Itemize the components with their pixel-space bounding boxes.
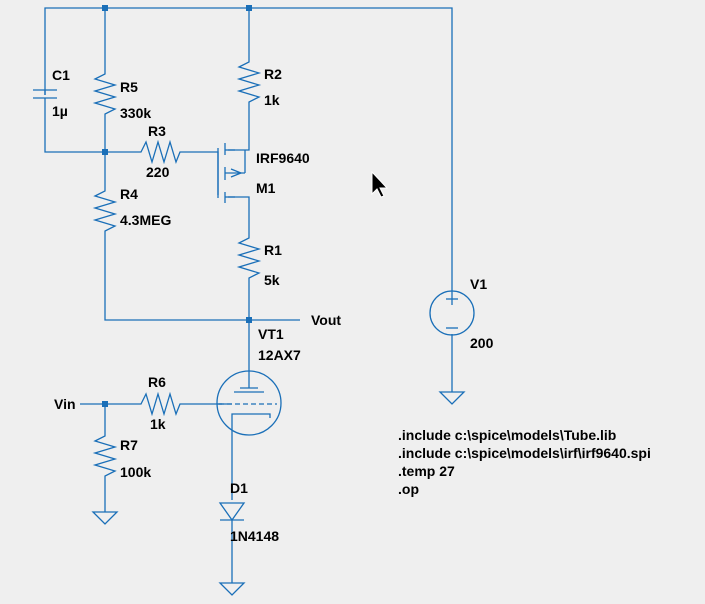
r2-ref: R2 bbox=[264, 66, 282, 82]
junctions bbox=[102, 5, 252, 407]
c1-ref: C1 bbox=[52, 67, 70, 83]
junction-top-r5 bbox=[102, 5, 108, 11]
resistor-r6[interactable] bbox=[135, 391, 185, 417]
spice-directives[interactable]: .include c:\spice\models\Tube.lib .inclu… bbox=[398, 427, 651, 497]
r5-value: 330k bbox=[120, 105, 151, 121]
resistor-r5[interactable] bbox=[92, 68, 118, 126]
junction-gate-node bbox=[102, 149, 108, 155]
mosfet-m1[interactable] bbox=[217, 143, 246, 203]
m1-value: IRF9640 bbox=[256, 150, 310, 166]
r7-value: 100k bbox=[120, 464, 151, 480]
r2-value: 1k bbox=[264, 92, 280, 108]
resistor-r7[interactable] bbox=[92, 430, 118, 486]
resistor-r3[interactable] bbox=[135, 139, 185, 165]
r7-ref: R7 bbox=[120, 437, 138, 453]
r1-value: 5k bbox=[264, 272, 280, 288]
triode-vt1[interactable] bbox=[216, 370, 282, 436]
ground-icon bbox=[91, 511, 119, 525]
directive-line: .temp 27 bbox=[398, 463, 455, 479]
r5-ref: R5 bbox=[120, 79, 138, 95]
resistor-r4[interactable] bbox=[92, 185, 118, 238]
arrow-cursor-icon bbox=[371, 170, 389, 198]
vt1-ref: VT1 bbox=[258, 326, 284, 342]
junction-vin bbox=[102, 401, 108, 407]
c1-value: 1µ bbox=[52, 103, 68, 119]
directive-line: .op bbox=[398, 481, 419, 497]
diode-d1[interactable] bbox=[218, 502, 246, 522]
ground-icon bbox=[438, 391, 466, 405]
resistor-r1[interactable] bbox=[236, 230, 262, 290]
wire-r3-gate[interactable] bbox=[185, 151, 219, 195]
r4-value: 4.3MEG bbox=[120, 212, 171, 228]
v1-value: 200 bbox=[470, 335, 494, 351]
r4-ref: R4 bbox=[120, 186, 138, 202]
r3-value: 220 bbox=[146, 164, 170, 180]
vt1-value: 12AX7 bbox=[258, 347, 301, 363]
r1-ref: R1 bbox=[264, 242, 282, 258]
d1-ref: D1 bbox=[230, 480, 248, 496]
junction-vout bbox=[246, 317, 252, 323]
m1-ref: M1 bbox=[256, 180, 276, 196]
directive-line: .include c:\spice\models\Tube.lib bbox=[398, 427, 616, 443]
v1-ref: V1 bbox=[470, 276, 487, 292]
wire-drain-r1[interactable] bbox=[228, 196, 250, 230]
d1-value: 1N4148 bbox=[230, 528, 279, 544]
capacitor-c1[interactable] bbox=[33, 89, 57, 99]
directive-line: .include c:\spice\models\irf\irf9640.spi bbox=[398, 445, 651, 461]
ground-icon bbox=[218, 582, 246, 596]
r6-value: 1k bbox=[150, 416, 166, 432]
wire-r4-vout[interactable] bbox=[104, 238, 300, 321]
vout-net-label: Vout bbox=[311, 312, 341, 328]
r6-ref: R6 bbox=[148, 374, 166, 390]
resistor-r2[interactable] bbox=[236, 55, 262, 113]
wire-r2-source[interactable] bbox=[228, 113, 250, 151]
vin-net-label: Vin bbox=[54, 396, 76, 412]
voltage-source-v1[interactable] bbox=[429, 290, 475, 336]
r3-ref: R3 bbox=[148, 123, 166, 139]
junction-top-r2 bbox=[246, 5, 252, 11]
wire-c1-bottom[interactable] bbox=[44, 98, 105, 153]
